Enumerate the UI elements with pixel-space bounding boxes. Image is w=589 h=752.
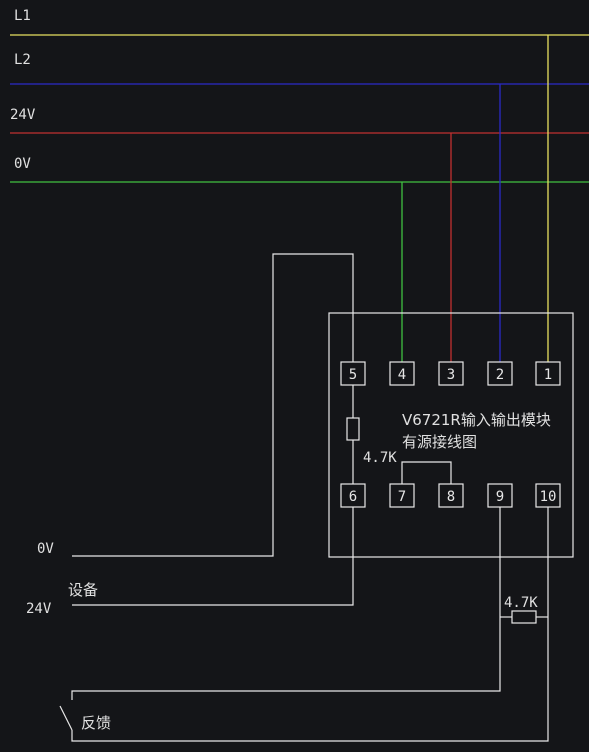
terminal-9-label: 9	[496, 489, 504, 505]
terminal-8-label: 8	[447, 489, 455, 505]
terminal-3	[438, 361, 464, 386]
terminal-10-label: 10	[540, 489, 557, 505]
device-label: 设备	[68, 581, 98, 599]
module-title-line1: V6721R输入输出模块	[402, 411, 551, 429]
terminal-3-label: 3	[447, 367, 455, 383]
bus-label-l2: L2	[14, 52, 31, 68]
terminal-1	[535, 361, 561, 386]
feedback-label: 反馈	[81, 714, 111, 732]
terminal-4	[389, 361, 415, 386]
device-0v-label: 0V	[37, 541, 54, 557]
wire-t9-to-feedback	[71, 507, 501, 700]
wire-t5-to-device-0v	[72, 253, 354, 557]
jumper-7-8	[401, 461, 452, 484]
terminal-7-label: 7	[398, 489, 406, 505]
resistor-inner	[346, 417, 360, 441]
terminal-6-label: 6	[349, 489, 357, 505]
terminal-4-label: 4	[398, 367, 406, 383]
feedback-switch	[59, 705, 73, 731]
resistor-inner-label: 4.7K	[363, 450, 397, 466]
wire-t6-to-device-24v	[72, 507, 354, 606]
terminal-2-label: 2	[496, 367, 504, 383]
module-title-line2: 有源接线图	[402, 433, 477, 451]
device-24v-label: 24V	[26, 601, 52, 617]
bus-label-24v: 24V	[10, 107, 36, 123]
terminal-2	[487, 361, 513, 386]
terminal-5-label: 5	[349, 367, 357, 383]
bus-label-0v: 0V	[14, 156, 31, 172]
wire-t10-to-feedback	[71, 507, 549, 742]
resistor-outer-label: 4.7K	[504, 595, 538, 611]
bus-label-l1: L1	[14, 8, 31, 24]
resistor-outer	[511, 610, 537, 624]
terminal-1-label: 1	[544, 367, 552, 383]
module-box	[328, 312, 574, 558]
